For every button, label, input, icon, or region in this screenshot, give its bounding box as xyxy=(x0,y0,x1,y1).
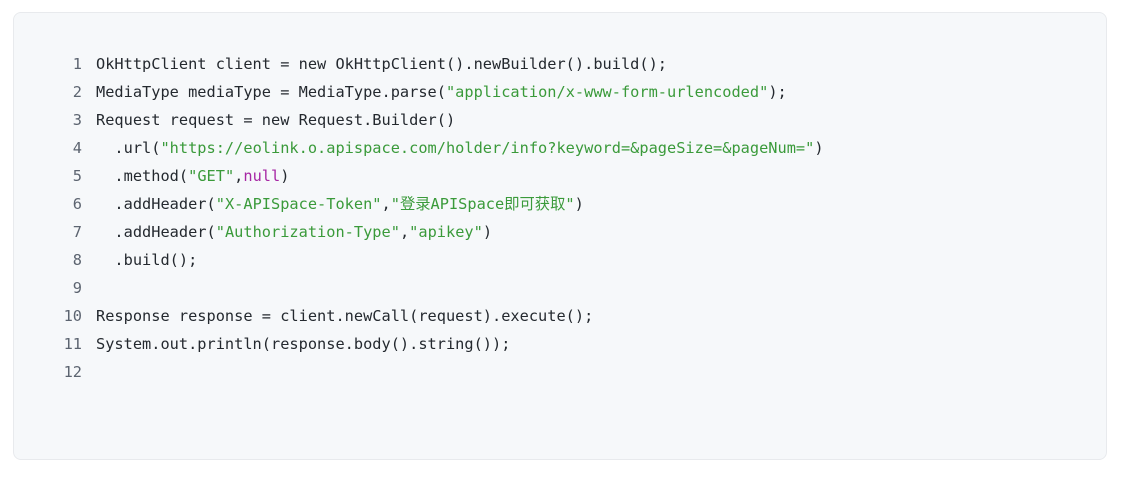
code-token-plain: ) xyxy=(814,139,824,157)
line-number: 10 xyxy=(63,307,82,325)
code-line: 10 Response response = client.newCall(req… xyxy=(14,302,824,330)
code-line: 5 .method("GET",null) xyxy=(14,162,824,190)
code-line: 8 .build(); xyxy=(14,246,824,274)
code-token-plain: .addHeader( xyxy=(96,223,216,241)
line-number: 3 xyxy=(72,111,82,129)
line-number: 6 xyxy=(72,195,82,213)
code-line: 9 xyxy=(14,274,824,302)
line-code: MediaType mediaType = MediaType.parse("a… xyxy=(96,78,787,106)
code-line: 6 .addHeader("X-APISpace-Token","登录APISp… xyxy=(14,190,824,218)
code-token-plain: OkHttpClient client = new OkHttpClient()… xyxy=(96,55,667,73)
code-token-plain: System.out.println(response.body().strin… xyxy=(96,335,511,353)
code-token-plain: ) xyxy=(482,223,493,241)
code-token-plain: , xyxy=(381,195,391,213)
line-code: Response response = client.newCall(reque… xyxy=(96,302,593,330)
code-token-plain: .url( xyxy=(96,139,161,157)
line-code: .addHeader("X-APISpace-Token","登录APISpac… xyxy=(96,190,584,218)
code-token-string: "X-APISpace-Token" xyxy=(215,195,382,213)
line-code: System.out.println(response.body().strin… xyxy=(96,330,510,358)
code-token-plain: Request request = new Request.Builder() xyxy=(96,111,456,129)
code-line: 3 Request request = new Request.Builder() xyxy=(14,106,824,134)
code-token-plain: Response response = client.newCall(reque… xyxy=(96,307,594,325)
line-code: OkHttpClient client = new OkHttpClient()… xyxy=(96,50,667,78)
line-code: Request request = new Request.Builder() xyxy=(96,106,455,134)
line-code: .url("https://eolink.o.apispace.com/hold… xyxy=(96,134,824,162)
line-number: 5 xyxy=(72,167,82,185)
line-number: 11 xyxy=(63,335,82,353)
line-number: 2 xyxy=(72,83,82,101)
line-code: .addHeader("Authorization-Type","apikey"… xyxy=(96,218,492,246)
code-token-string: "https://eolink.o.apispace.com/holder/in… xyxy=(160,139,815,157)
line-number: 1 xyxy=(72,55,82,73)
code-token-string: "apikey" xyxy=(409,223,483,241)
code-lines: 1 OkHttpClient client = new OkHttpClient(… xyxy=(14,50,824,386)
code-line: 4 .url("https://eolink.o.apispace.com/ho… xyxy=(14,134,824,162)
code-line: 2 MediaType mediaType = MediaType.parse("… xyxy=(14,78,824,106)
code-token-string: "Authorization-Type" xyxy=(215,223,400,241)
line-number: 9 xyxy=(72,279,82,297)
line-code: .method("GET",null) xyxy=(96,162,289,190)
code-token-plain: ) xyxy=(280,167,290,185)
line-code: .build(); xyxy=(96,246,197,274)
code-token-plain: .build(); xyxy=(96,251,198,269)
line-number: 7 xyxy=(72,223,82,241)
code-token-plain: .method( xyxy=(96,167,189,185)
code-token-plain: , xyxy=(234,167,244,185)
code-block: 1 OkHttpClient client = new OkHttpClient(… xyxy=(13,12,1107,460)
line-number: 4 xyxy=(72,139,82,157)
code-token-plain: , xyxy=(399,223,410,241)
code-token-plain: MediaType mediaType = MediaType.parse( xyxy=(96,83,446,101)
code-line: 1 OkHttpClient client = new OkHttpClient(… xyxy=(14,50,824,78)
code-token-plain: ); xyxy=(768,83,787,101)
line-number: 12 xyxy=(63,363,82,381)
code-token-string: "GET" xyxy=(188,167,235,185)
code-token-plain: ) xyxy=(574,195,584,213)
code-token-string: "登录APISpace即可获取" xyxy=(390,195,575,213)
code-line: 12 xyxy=(14,358,824,386)
code-line: 7 .addHeader("Authorization-Type","apike… xyxy=(14,218,824,246)
line-number: 8 xyxy=(72,251,82,269)
code-token-keyword: null xyxy=(243,167,281,185)
code-token-plain: .addHeader( xyxy=(96,195,216,213)
code-token-string: "application/x-www-form-urlencoded" xyxy=(445,83,769,101)
code-line: 11 System.out.println(response.body().str… xyxy=(14,330,824,358)
